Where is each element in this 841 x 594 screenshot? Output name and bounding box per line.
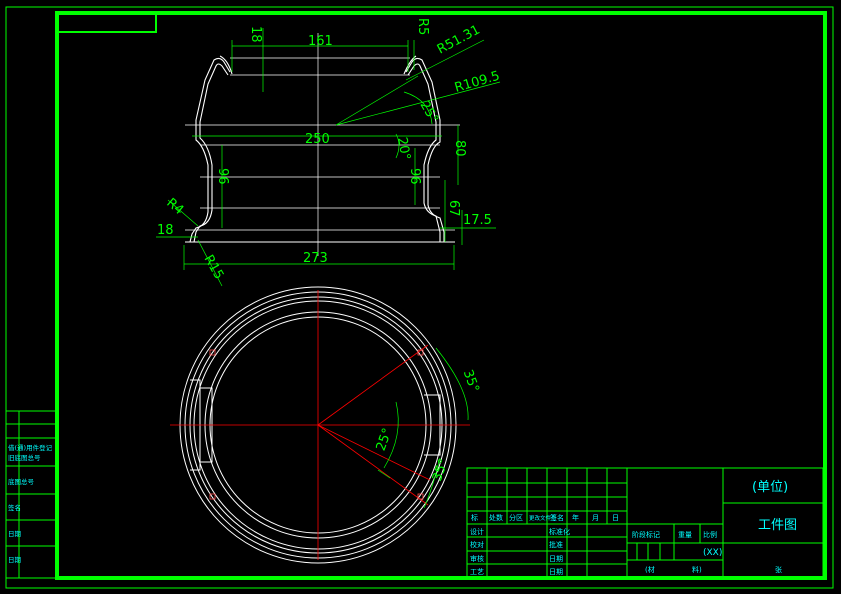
strip-cell-2: 旧底图总号: [8, 453, 41, 462]
material-label-b: 料): [692, 565, 702, 574]
rev-header-7: 月: [592, 514, 599, 522]
top-view: 18 161 R5 R51.31 R109.5 25° 250 20° 96 9…: [156, 18, 502, 287]
row-label-review: 审核: [470, 554, 484, 563]
strip-cell-6: 日期: [8, 556, 22, 564]
stage-header-2: 重量: [678, 531, 692, 539]
left-registration-strip: 借(通)用件登记 旧底图总号 底图总号 签名 日期 日期: [5, 410, 58, 579]
top-view-dimension-lines: [156, 28, 501, 287]
strip-cell-3: 底图总号: [8, 477, 35, 486]
bottom-view-center-lines: [170, 290, 470, 560]
dim-250: 250: [305, 132, 330, 147]
corner-tag-box: [56, 12, 157, 33]
title-block: 标 处数 分区 更改文件号 签名 年 月 日 设计 校对 审核 工艺 标准化 批…: [466, 467, 824, 579]
dim-angle-35-top: 35°: [460, 368, 482, 395]
dim-161: 161: [308, 34, 333, 49]
stage-header-3: 比例: [703, 530, 717, 539]
material-label-a: (材: [645, 565, 655, 574]
dim-r15: R15: [201, 253, 227, 283]
dim-angle-35-bottom: 35°: [430, 457, 452, 484]
rev-header-1: 标: [471, 513, 478, 522]
dim-96-right: 96: [407, 168, 422, 185]
drawing-name: 工件图: [758, 518, 797, 533]
rev-header-4: 更改文件号: [529, 514, 557, 522]
dim-80: 80: [452, 140, 467, 157]
rim-left-outer: [189, 57, 231, 243]
dim-67: 67: [446, 200, 461, 217]
dim-96-left: 96: [215, 168, 230, 185]
inner-border: [55, 11, 827, 580]
dim-18-left: 18: [157, 223, 174, 238]
row-label-approve: 批准: [549, 540, 563, 549]
row-label-date-1: 日期: [549, 555, 563, 563]
dim-17-5: 17.5: [463, 213, 492, 228]
sheet-label: 张: [775, 565, 782, 574]
rim-right-inner: [407, 63, 441, 242]
row-label-design: 设计: [470, 527, 484, 536]
bottom-view-dimension-lines: [377, 347, 469, 509]
dim-r109: R109.5: [453, 69, 502, 96]
row-label-date-2: 日期: [549, 568, 563, 576]
row-label-std: 标准化: [549, 527, 570, 536]
drawing-frame: [5, 6, 834, 589]
outer-frame: [5, 6, 834, 589]
unit-name: (单位): [752, 480, 788, 495]
rev-header-2: 处数: [489, 513, 503, 522]
dim-273: 273: [303, 251, 328, 266]
dim-r51: R51.31: [435, 23, 483, 58]
dim-angle-20: 20°: [394, 136, 413, 161]
stage-header-1: 阶段标记: [632, 530, 660, 539]
bottom-view-dimension-texts: 35° 25° 35°: [374, 368, 482, 484]
rim-left-inner: [193, 63, 229, 243]
bottom-view: 35° 25° 35°: [170, 286, 482, 564]
drawing-code: (XX): [703, 548, 722, 558]
row-label-check: 校对: [470, 540, 484, 549]
strip-cell-4: 签名: [8, 503, 21, 512]
strip-cell-5: 日期: [8, 530, 22, 538]
dim-angle-25-bottom: 25°: [374, 426, 396, 453]
rev-header-8: 日: [612, 514, 619, 522]
rev-header-5: 签名: [550, 513, 564, 522]
rev-header-6: 年: [572, 513, 579, 522]
dim-r4: R4: [163, 196, 186, 219]
rim-profile: [185, 55, 455, 243]
row-label-process: 工艺: [470, 568, 484, 576]
rev-header-3: 分区: [509, 513, 523, 522]
dim-r5: R5: [415, 18, 430, 35]
strip-cell-1: 借(通)用件登记: [8, 443, 53, 452]
dim-18-top: 18: [248, 26, 263, 43]
